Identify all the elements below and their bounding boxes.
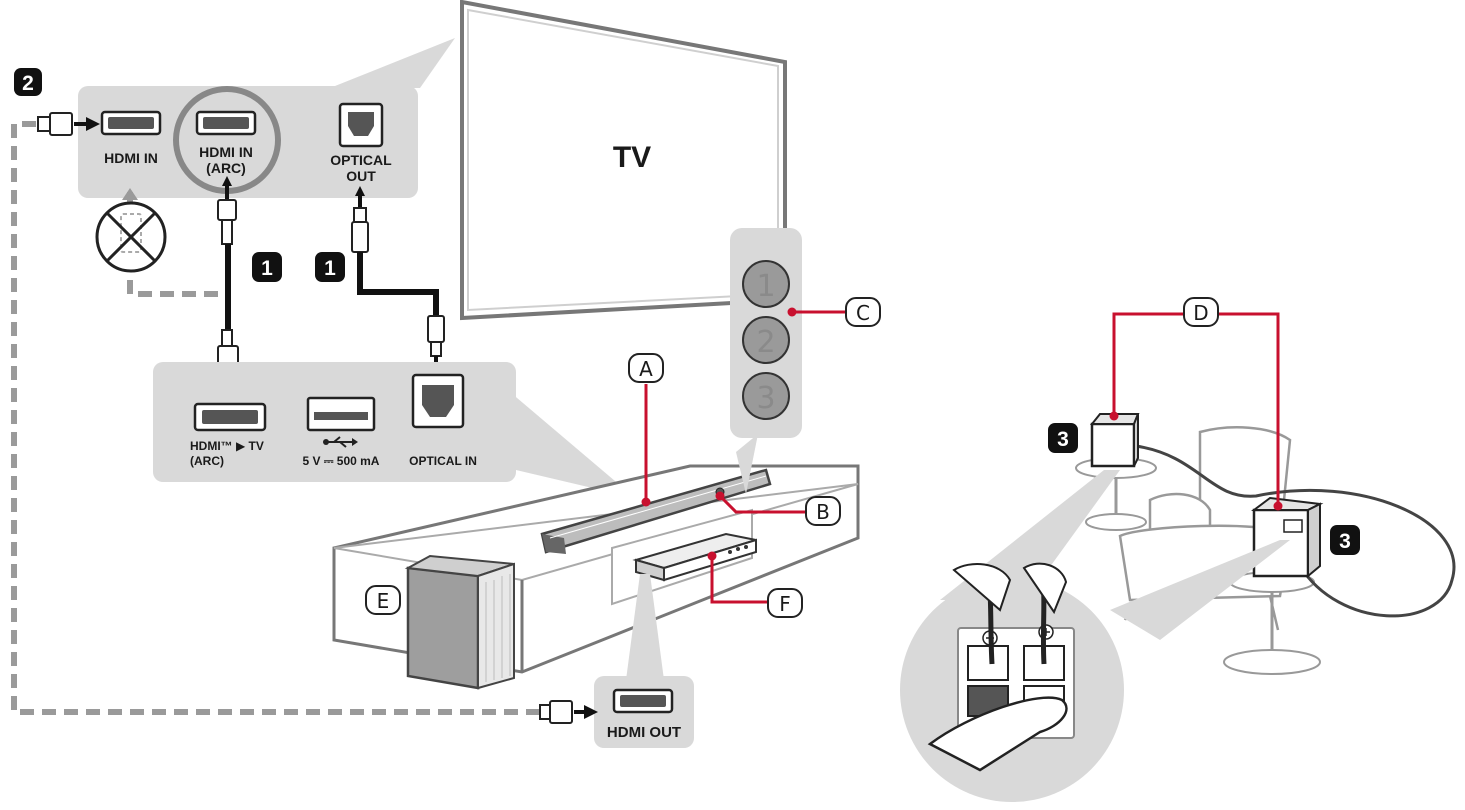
channel-2-button: 2 (742, 316, 790, 364)
step-3-number-right: 3 (1339, 530, 1351, 553)
callout-d: D (1109, 297, 1283, 511)
rear-speaker-right (1251, 496, 1324, 579)
hdmi-plug-left (37, 112, 100, 136)
soundbar-optical-in-label: OPTICAL IN (409, 454, 477, 468)
terminal-detail (900, 470, 1290, 802)
step-3-badge-left: 3 (1048, 423, 1078, 453)
soundbar-hdmi-tv-arc-port: HDMI™ ▶ TV (ARC) (190, 402, 267, 468)
step-1-badge-optical: 1 (315, 252, 345, 282)
tv-hdmi-in-label: HDMI IN (104, 150, 158, 166)
step-2-number: 2 (22, 72, 34, 95)
tv-label: TV (613, 141, 651, 174)
callout-c-letter: C (856, 301, 870, 325)
callout-e: E (365, 585, 401, 615)
tv-optical-label-1: OPTICAL (330, 152, 392, 168)
dashed-hdmi-cable (11, 121, 540, 715)
tv-optical-label-2: OUT (346, 168, 376, 184)
channel-2-label: 2 (756, 325, 775, 360)
tv-port-panel: HDMI IN HDMI IN (ARC) OPTICAL OUT (78, 38, 455, 198)
tv-optical-out-port: OPTICAL OUT (330, 102, 392, 184)
rear-speaker-left (1089, 413, 1140, 468)
tv-hdmi-in-port: HDMI IN (100, 110, 162, 166)
soundbar-optical-in-port: OPTICAL IN (409, 373, 477, 468)
callout-a-letter: A (639, 357, 653, 381)
callout-b-letter: B (816, 500, 830, 524)
step-1-badge-hdmi: 1 (252, 252, 282, 282)
speaker-cable (1135, 444, 1456, 618)
channel-3-label: 3 (756, 381, 775, 416)
callout-e-letter: E (377, 589, 390, 613)
side-table-right (1223, 571, 1321, 675)
step-3-badge-right: 3 (1330, 525, 1360, 555)
soundbar-usb-port: 5 V ⎓ 500 mA (303, 396, 380, 468)
callout-b: B (715, 491, 841, 526)
subwoofer (404, 554, 515, 690)
step-2-badge: 2 (14, 68, 42, 96)
channel-1-button: 1 (742, 260, 790, 308)
soundbar-hdmi-arc-label: (ARC) (190, 454, 224, 468)
hdmi-plug-bottom (539, 700, 598, 724)
device-hdmi-out-panel: HDMI OUT (594, 574, 694, 748)
usb-spec-label: 5 V ⎓ 500 mA (303, 454, 380, 468)
hdmi-arc-cable (217, 176, 239, 390)
soundbar (540, 468, 772, 554)
callout-f-letter: F (779, 592, 791, 616)
callout-d-letter: D (1193, 301, 1208, 325)
step-1-number-optical: 1 (324, 257, 336, 280)
callout-a: A (628, 353, 664, 507)
callout-f: F (707, 551, 803, 618)
tv-hdmi-arc-label-1: HDMI IN (199, 144, 253, 160)
channel-panel: 1 2 3 (730, 228, 802, 494)
step-1-number-hdmi: 1 (261, 257, 273, 280)
tv-hdmi-arc-label-2: (ARC) (206, 160, 246, 176)
callout-c: C (787, 297, 881, 327)
soundbar-hdmi-tv-label: HDMI™ ▶ TV (190, 439, 264, 453)
tv-hdmi-in-arc-port: HDMI IN (ARC) (173, 86, 281, 194)
soundbar-port-panel: HDMI™ ▶ TV (ARC) 5 V ⎓ 500 mA OPTICAL IN (153, 362, 635, 498)
channel-3-button: 3 (742, 372, 790, 420)
optical-cable (351, 186, 445, 378)
step-3-number-left: 3 (1057, 428, 1069, 451)
usb-icon (323, 436, 358, 448)
channel-1-label: 1 (756, 269, 775, 304)
device-hdmi-out-label: HDMI OUT (607, 724, 681, 741)
not-recommended-icon (95, 188, 167, 273)
